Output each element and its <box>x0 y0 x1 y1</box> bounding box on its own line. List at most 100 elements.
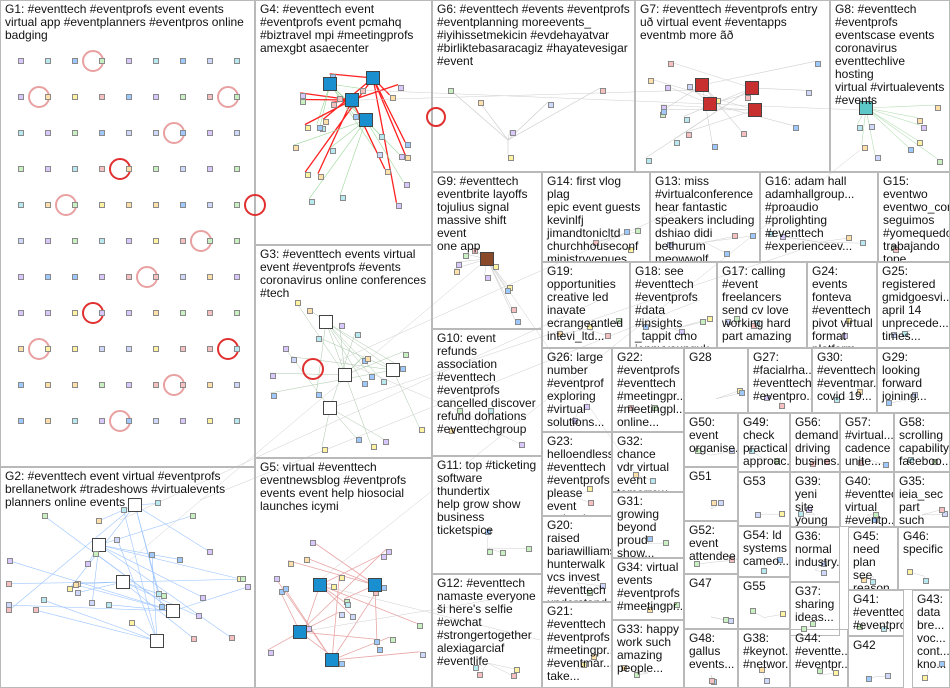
graph-node <box>478 100 484 106</box>
isolate-node <box>18 310 24 316</box>
group-label-g7: G7: #eventtech #eventprofs entry uð virt… <box>640 2 818 42</box>
group-label-g27: G27: #facialrha... #eventtech #eventpro.… <box>753 350 812 403</box>
graph-edge <box>319 554 382 586</box>
graph-node <box>300 92 307 99</box>
isolate-node <box>153 382 159 388</box>
group-box-g10: G10: event refunds association #eventtec… <box>432 329 542 456</box>
group-label-g2: G2: #eventtech event virtual #eventprofs… <box>5 469 226 509</box>
group-label-g16: G16: adam hall adamhallgroup... #proaudi… <box>765 174 855 253</box>
graph-node <box>935 105 942 112</box>
graph-node <box>817 667 824 674</box>
graph-node <box>6 580 12 587</box>
group-label-g55: G55 <box>743 579 766 593</box>
group-label-g37: G37: sharing ideas... <box>795 584 835 624</box>
graph-node <box>291 356 298 363</box>
graph-node <box>6 607 12 614</box>
group-box-g30: G30: #eventtech #eventmar... covid 19... <box>812 348 877 413</box>
graph-node <box>378 133 385 140</box>
self-loop-node <box>426 107 446 127</box>
graph-node <box>419 651 426 658</box>
graph-node <box>604 332 611 339</box>
hub-node <box>150 634 164 648</box>
graph-node <box>129 620 136 627</box>
isolate-node <box>99 418 105 424</box>
graph-node <box>33 607 40 614</box>
graph-edge <box>624 667 649 674</box>
graph-node <box>339 323 346 330</box>
graph-node <box>295 300 302 307</box>
isolate-node <box>45 166 51 172</box>
graph-edge <box>645 87 753 159</box>
graph-node <box>587 485 594 492</box>
graph-edge <box>96 553 174 612</box>
graph-node <box>748 448 755 455</box>
group-label-g29: G29: looking forward joining... <box>882 350 927 403</box>
isolate-node <box>99 346 105 352</box>
group-box-g33: G33: happy work such amazing people... <box>612 620 684 688</box>
graph-edge <box>319 584 541 641</box>
graph-edge <box>331 651 420 661</box>
hub-node <box>703 97 717 111</box>
graph-node <box>191 636 198 643</box>
isolate-node <box>72 346 78 352</box>
graph-node <box>477 672 484 679</box>
graph-edge <box>507 129 511 141</box>
isolate-node <box>72 238 78 244</box>
graph-node <box>768 231 775 238</box>
isolate-node <box>180 58 186 64</box>
graph-node <box>647 536 654 543</box>
group-box-g50: G50: event organise... <box>684 413 738 467</box>
graph-node <box>487 408 494 415</box>
hub-node <box>92 538 106 552</box>
hub-node <box>368 578 382 592</box>
graph-node <box>725 319 732 326</box>
group-label-g31: G31: growing beyond proud show... <box>617 494 660 558</box>
graph-node <box>310 540 317 546</box>
group-box-g53: G53 <box>738 472 790 526</box>
group-box-g26: G26: large number #eventprof exploring #… <box>542 348 612 432</box>
isolate-node <box>126 94 132 100</box>
group-label-g17: G17: calling #event freelancers send cv … <box>722 264 792 343</box>
graph-node <box>283 345 290 352</box>
graph-node <box>75 589 82 596</box>
graph-node <box>722 617 729 624</box>
group-label-g14: G14: first vlog plag epic event guests k… <box>547 174 641 262</box>
graph-node <box>645 157 652 164</box>
graph-node <box>809 461 816 468</box>
isolate-node <box>72 202 78 208</box>
graph-node <box>161 592 168 599</box>
isolate-node <box>207 202 213 208</box>
group-box-g31: G31: growing beyond proud show... <box>612 492 684 558</box>
graph-node <box>288 560 295 567</box>
graph-node <box>922 674 929 681</box>
graph-node <box>485 529 492 536</box>
group-box-g58: G58: scrolling capability faceboo... <box>894 413 950 472</box>
isolate-node <box>99 58 105 64</box>
graph-node <box>740 130 747 137</box>
graph-node <box>355 437 362 444</box>
group-label-g19: G19: opportunities creative led inavate … <box>547 264 624 343</box>
graph-node <box>779 611 786 618</box>
graph-node <box>633 471 640 478</box>
isolate-node <box>45 382 51 388</box>
group-label-g25: G25: registered gmidgoesvi... april 14 u… <box>882 264 950 343</box>
graph-node <box>518 441 525 448</box>
group-box-g41: G41: #eventtech #eventpro... <box>848 590 904 636</box>
graph-node <box>590 654 597 661</box>
isolate-node <box>234 274 240 280</box>
graph-edge <box>287 560 376 586</box>
group-label-g32: G32: chance vdr virtual event tomorrow..… <box>617 434 676 492</box>
group-box-g14: G14: first vlog plag epic event guests k… <box>542 172 650 262</box>
isolate-node <box>72 58 78 64</box>
graph-node <box>939 660 946 667</box>
group-box-g52: G52: event attendee... <box>684 521 738 574</box>
isolate-node <box>234 310 240 316</box>
hub-node <box>319 315 333 329</box>
isolate-node <box>180 94 186 100</box>
graph-node <box>403 351 410 358</box>
group-box-g37: G37: sharing ideas... <box>790 582 840 636</box>
group-label-g45: G45: need plan see reason... <box>853 529 898 590</box>
graph-node <box>511 306 518 313</box>
graph-edge <box>645 326 674 330</box>
graph-edge <box>344 351 404 376</box>
